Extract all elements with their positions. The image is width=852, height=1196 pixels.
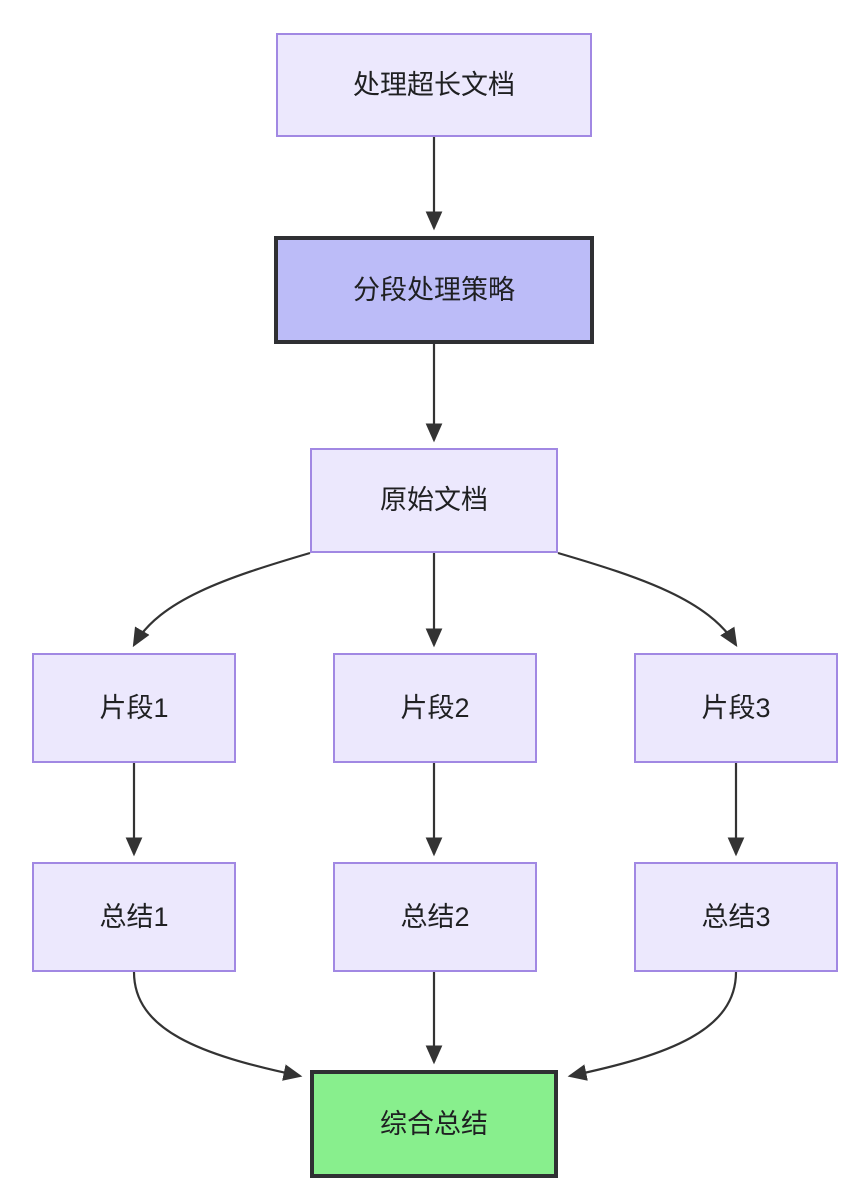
- node-label-original-document: 原始文档: [380, 485, 488, 516]
- node-fragment-3[interactable]: 片段3: [634, 653, 838, 763]
- node-label-fragment-2: 片段2: [400, 692, 470, 723]
- node-fragment-2[interactable]: 片段2: [333, 653, 537, 763]
- edges-group: [125, 137, 745, 1081]
- node-label-chunking-strategy: 分段处理策略: [353, 274, 515, 305]
- edge-summary-3-to-final-summary: [567, 971, 738, 1081]
- node-label-final-summary: 综合总结: [380, 1108, 488, 1139]
- node-summary-3[interactable]: 总结3: [634, 862, 838, 972]
- node-label-fragment-1: 片段1: [99, 692, 169, 723]
- node-chunking-strategy[interactable]: 分段处理策略: [274, 236, 594, 344]
- node-long-document[interactable]: 处理超长文档: [276, 33, 592, 137]
- edge-summary-1-to-final-summary: [132, 971, 303, 1081]
- node-fragment-1[interactable]: 片段1: [32, 653, 236, 763]
- node-original-document[interactable]: 原始文档: [310, 448, 558, 553]
- node-summary-2[interactable]: 总结2: [333, 862, 537, 972]
- edge-original-document-to-fragment-3: [557, 551, 738, 648]
- node-summary-1[interactable]: 总结1: [32, 862, 236, 972]
- node-label-summary-1: 总结1: [99, 901, 169, 932]
- node-label-summary-2: 总结2: [400, 901, 470, 932]
- node-label-summary-3: 总结3: [701, 901, 771, 932]
- node-final-summary[interactable]: 综合总结: [310, 1070, 558, 1178]
- edge-original-document-to-fragment-1: [132, 551, 311, 648]
- node-label-long-document: 处理超长文档: [353, 69, 515, 100]
- node-label-fragment-3: 片段3: [701, 692, 771, 723]
